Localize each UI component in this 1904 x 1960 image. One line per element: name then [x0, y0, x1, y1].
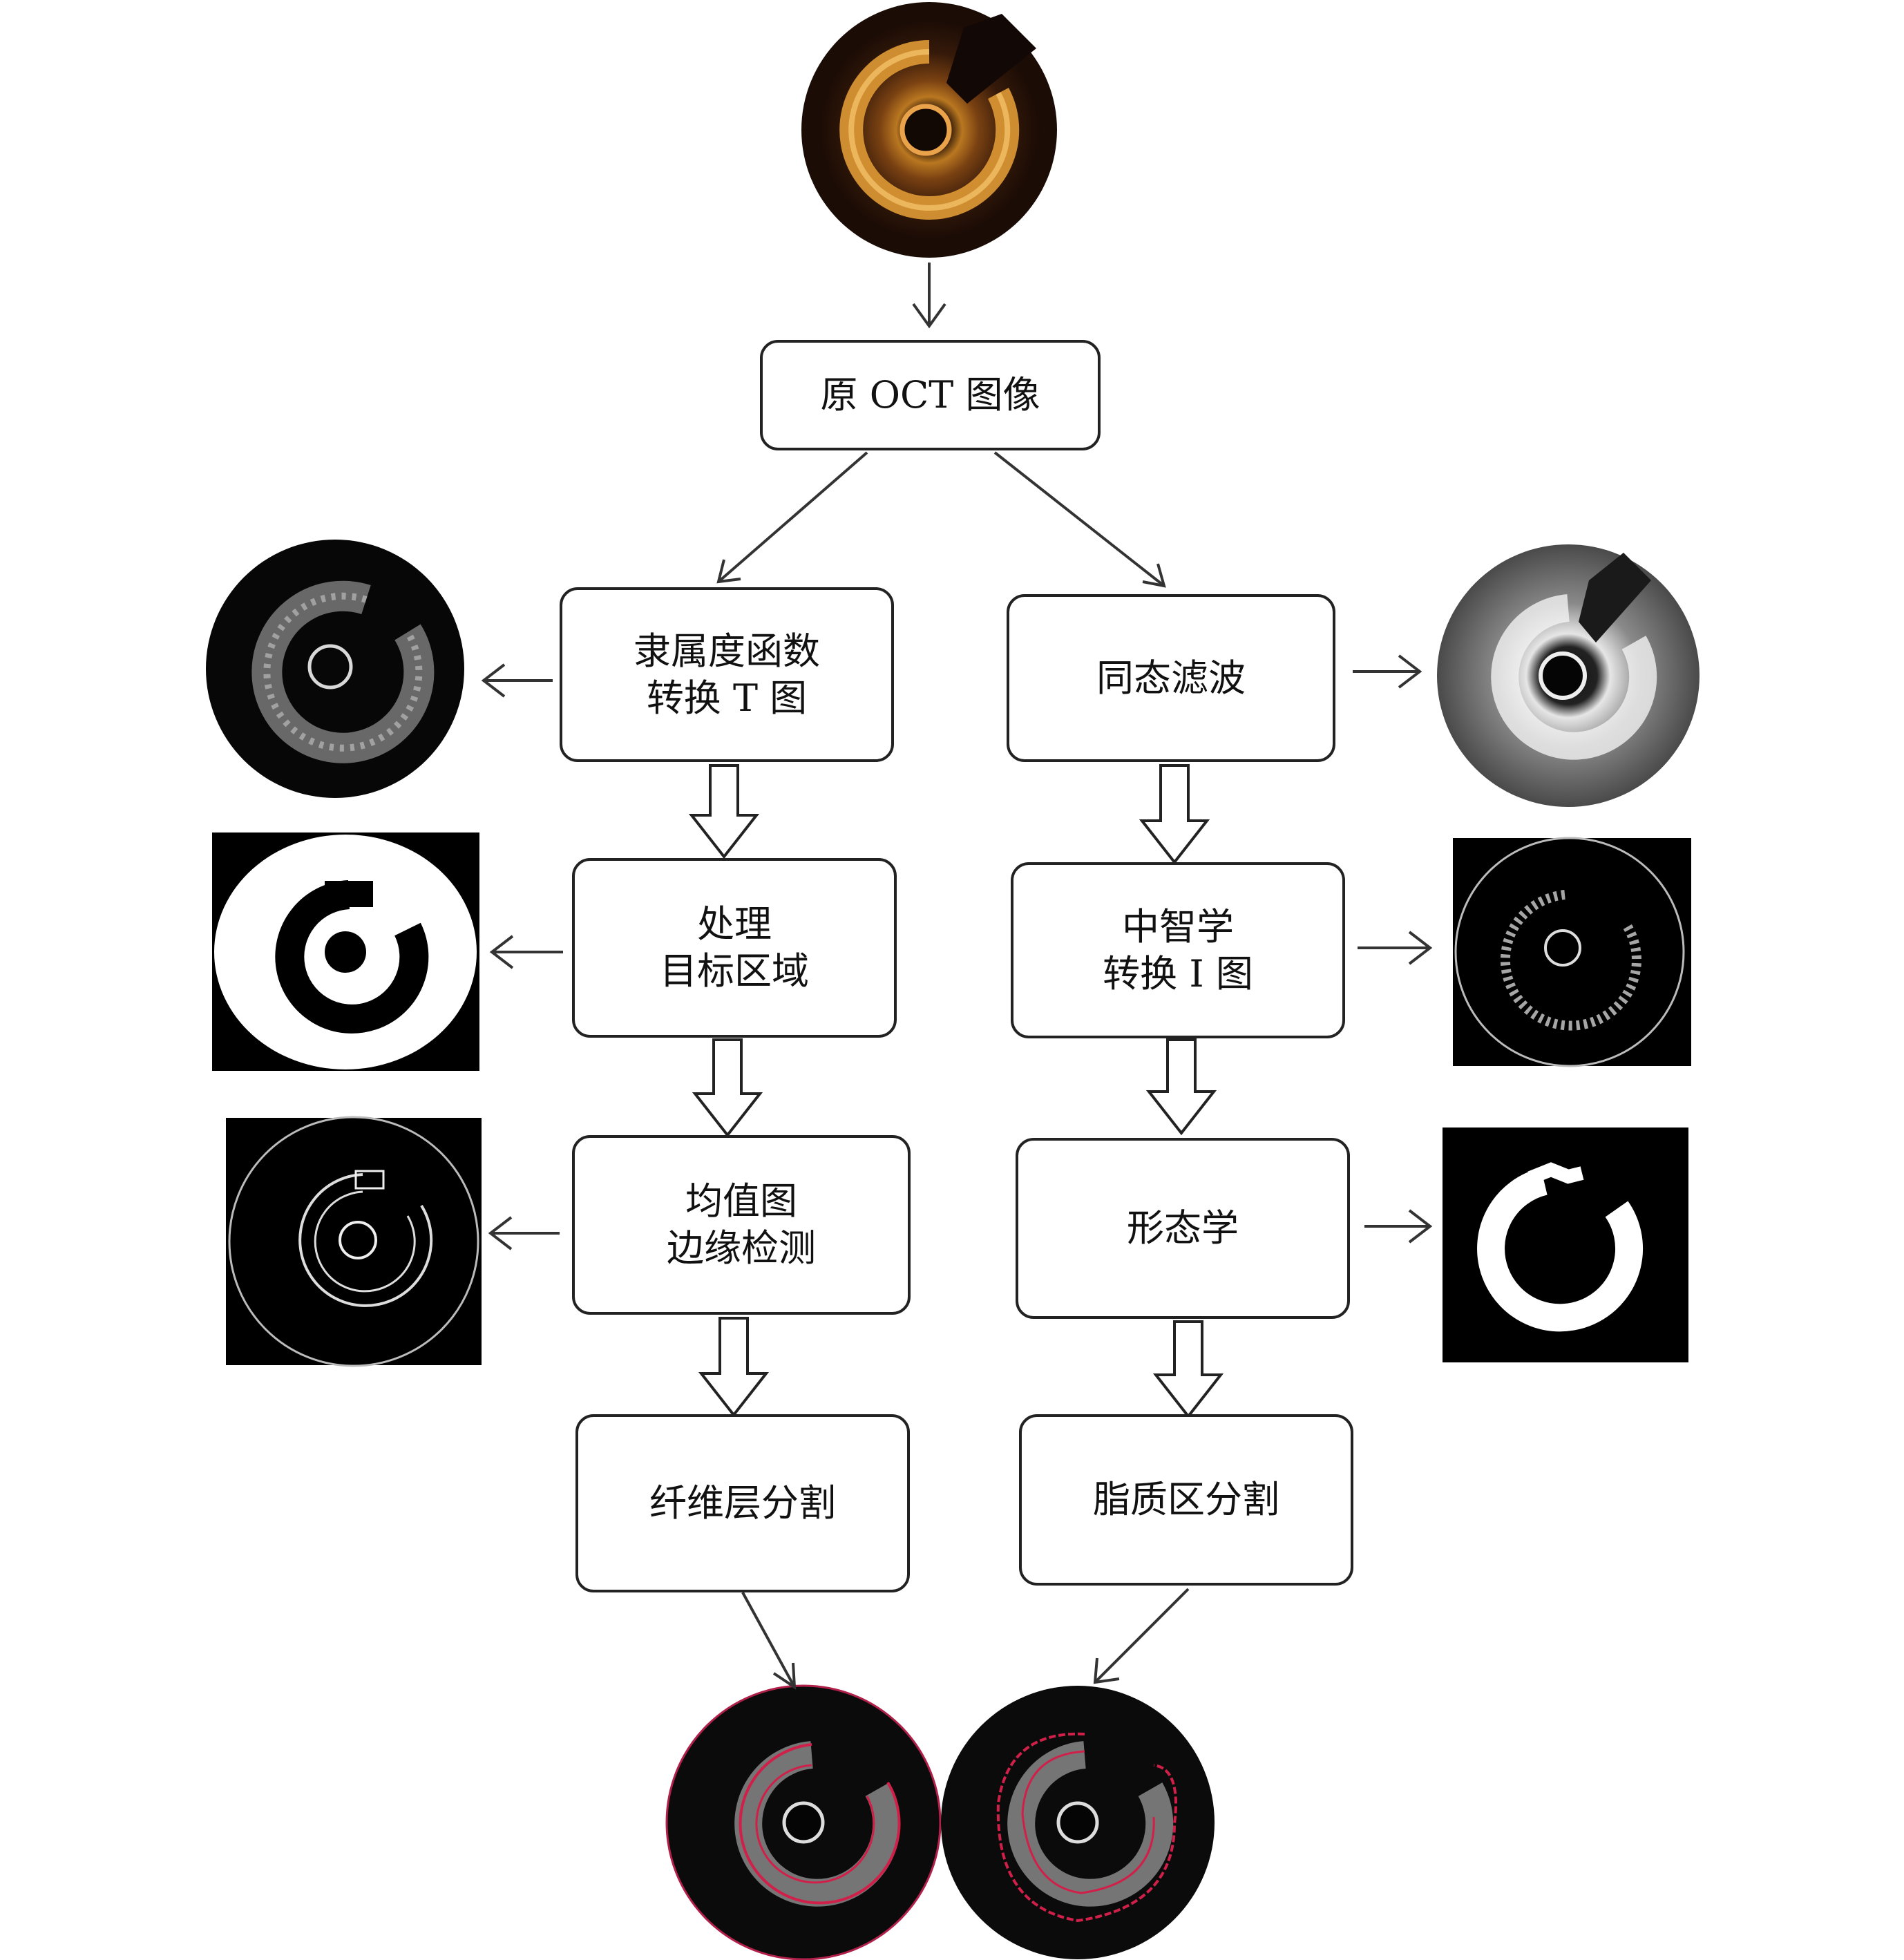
node-target-region: 处理 目标区域	[572, 858, 897, 1038]
fibrous-layer-segmentation-result	[665, 1684, 942, 1960]
oct-original-image	[801, 2, 1057, 258]
node-neutrosophic-i-map: 中智学 转换 I 图	[1011, 862, 1345, 1038]
node-label: 转换 T 图	[646, 676, 808, 720]
block-arrows	[688, 764, 1224, 1419]
lipid-region-segmentation-result	[941, 1686, 1215, 1959]
node-label: 均值图	[685, 1179, 797, 1223]
node-label: 脂质区分割	[1093, 1478, 1279, 1521]
node-label: 隶属度函数	[634, 629, 820, 673]
connector-arrows	[481, 263, 1433, 1690]
node-label: 原 OCT 图像	[820, 373, 1040, 417]
neutrosophic-i-map-image	[1453, 837, 1691, 1067]
node-label: 同态滤波	[1096, 656, 1246, 700]
node-membership-t-map: 隶属度函数 转换 T 图	[560, 587, 894, 762]
node-label: 目标区域	[660, 949, 809, 993]
node-label: 转换 I 图	[1103, 951, 1253, 996]
node-edge-detection: 均值图 边缘检测	[572, 1135, 911, 1315]
node-homomorphic-filter: 同态滤波	[1007, 594, 1335, 762]
node-morphology: 形态学	[1016, 1138, 1350, 1319]
morphology-result-image	[1443, 1128, 1688, 1362]
node-label: 形态学	[1127, 1206, 1239, 1250]
membership-t-map-image	[206, 540, 464, 798]
node-fibrous-segmentation: 纤维层分割	[575, 1414, 910, 1592]
binary-target-region-image	[212, 832, 479, 1071]
node-label: 中智学	[1122, 904, 1234, 949]
node-label: 边缘检测	[667, 1226, 816, 1270]
node-original-oct: 原 OCT 图像	[760, 340, 1101, 450]
node-label: 处理	[697, 902, 772, 946]
mean-edge-detection-image	[226, 1116, 482, 1367]
node-lipid-segmentation: 脂质区分割	[1019, 1414, 1353, 1586]
node-label: 纤维层分割	[649, 1481, 836, 1525]
homomorphic-filtered-image	[1437, 544, 1700, 807]
